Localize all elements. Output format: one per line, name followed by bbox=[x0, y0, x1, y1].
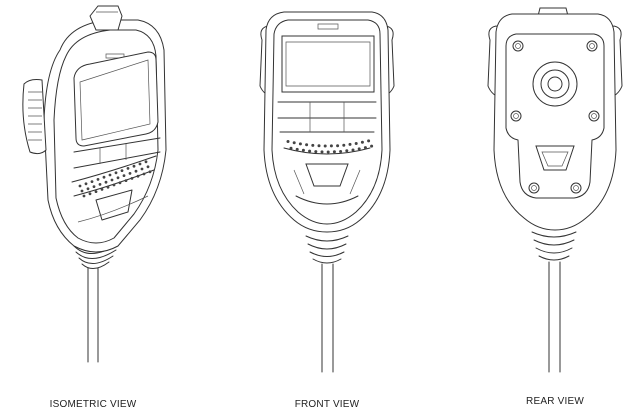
grille-hole bbox=[130, 177, 134, 180]
screw-head bbox=[591, 113, 597, 119]
grille-hole bbox=[305, 143, 309, 147]
front-view-microphone bbox=[259, 11, 395, 373]
grille-hole bbox=[140, 167, 144, 171]
screw bbox=[512, 40, 524, 52]
grille-hole bbox=[332, 150, 336, 154]
grille-hole bbox=[122, 174, 126, 178]
grille-hole bbox=[112, 183, 116, 187]
grille-hole bbox=[142, 172, 146, 176]
grille-hole bbox=[88, 192, 92, 196]
grille-hole bbox=[357, 147, 361, 151]
grille-hole bbox=[351, 148, 355, 152]
grille-hole bbox=[104, 180, 108, 184]
screw bbox=[588, 110, 600, 122]
screw-head bbox=[515, 43, 521, 49]
screw bbox=[586, 40, 598, 52]
grille-hole bbox=[326, 150, 330, 154]
grille-hole bbox=[98, 183, 102, 186]
grille-hole bbox=[286, 140, 290, 143]
grille-hole bbox=[292, 141, 296, 145]
grille-hole bbox=[134, 169, 138, 173]
grille-hole bbox=[106, 185, 110, 189]
rear-view-caption: REAR VIEW bbox=[526, 396, 584, 407]
grille-hole bbox=[84, 182, 88, 186]
grille-hole bbox=[370, 144, 374, 148]
screw-head bbox=[589, 43, 595, 49]
grille-hole bbox=[144, 160, 148, 164]
grille-hole bbox=[342, 143, 346, 147]
grille-hole bbox=[82, 194, 86, 198]
grille-hole bbox=[110, 178, 114, 182]
grille-hole bbox=[120, 169, 124, 173]
grille-hole bbox=[114, 171, 118, 175]
grille-hole bbox=[148, 170, 152, 174]
grille-hole bbox=[136, 174, 140, 178]
grille-hole bbox=[308, 149, 312, 153]
grille-hole bbox=[100, 188, 104, 191]
screw bbox=[570, 182, 582, 194]
grille-hole bbox=[146, 165, 150, 169]
grille-hole bbox=[90, 180, 94, 184]
grille-hole bbox=[336, 144, 340, 148]
grille-hole bbox=[138, 162, 142, 166]
grille-hole bbox=[320, 150, 324, 154]
rear-view-microphone bbox=[487, 7, 623, 373]
grille-hole bbox=[363, 146, 367, 150]
grille-hole bbox=[314, 150, 318, 154]
screw-head bbox=[531, 185, 537, 191]
grille-hole bbox=[126, 167, 130, 170]
grille-hole bbox=[128, 172, 132, 175]
grille-hole bbox=[80, 189, 84, 193]
grille-hole bbox=[354, 142, 358, 145]
grille-hole bbox=[298, 142, 302, 146]
grille-hole bbox=[345, 149, 349, 153]
grille-hole bbox=[94, 190, 98, 194]
grille-hole bbox=[348, 142, 352, 146]
grille-hole bbox=[86, 187, 90, 191]
front-view-caption: FRONT VIEW bbox=[294, 399, 360, 410]
screw-head bbox=[513, 113, 519, 119]
grille-hole bbox=[92, 185, 96, 189]
grille-hole bbox=[108, 173, 112, 177]
screw-head bbox=[573, 185, 579, 191]
grille-hole bbox=[289, 146, 293, 150]
isometric-view-microphone bbox=[22, 5, 167, 363]
grille-hole bbox=[124, 179, 128, 183]
grille-hole bbox=[317, 144, 321, 148]
grille-hole bbox=[102, 175, 106, 179]
grille-hole bbox=[295, 147, 299, 151]
grille-hole bbox=[78, 184, 82, 188]
grille-hole bbox=[96, 178, 100, 181]
grille-hole bbox=[116, 176, 120, 180]
grille-hole bbox=[360, 140, 364, 144]
grille-hole bbox=[367, 139, 371, 143]
grille-hole bbox=[311, 143, 315, 147]
grille-hole bbox=[301, 148, 305, 152]
grille-hole bbox=[132, 164, 136, 168]
screw bbox=[528, 182, 540, 194]
isometric-view-caption: ISOMETRIC VIEW bbox=[49, 399, 137, 410]
grille-hole bbox=[339, 150, 343, 153]
grille-hole bbox=[118, 181, 122, 185]
grille-hole bbox=[329, 144, 333, 148]
screw bbox=[510, 110, 522, 122]
grille-hole bbox=[323, 144, 327, 148]
